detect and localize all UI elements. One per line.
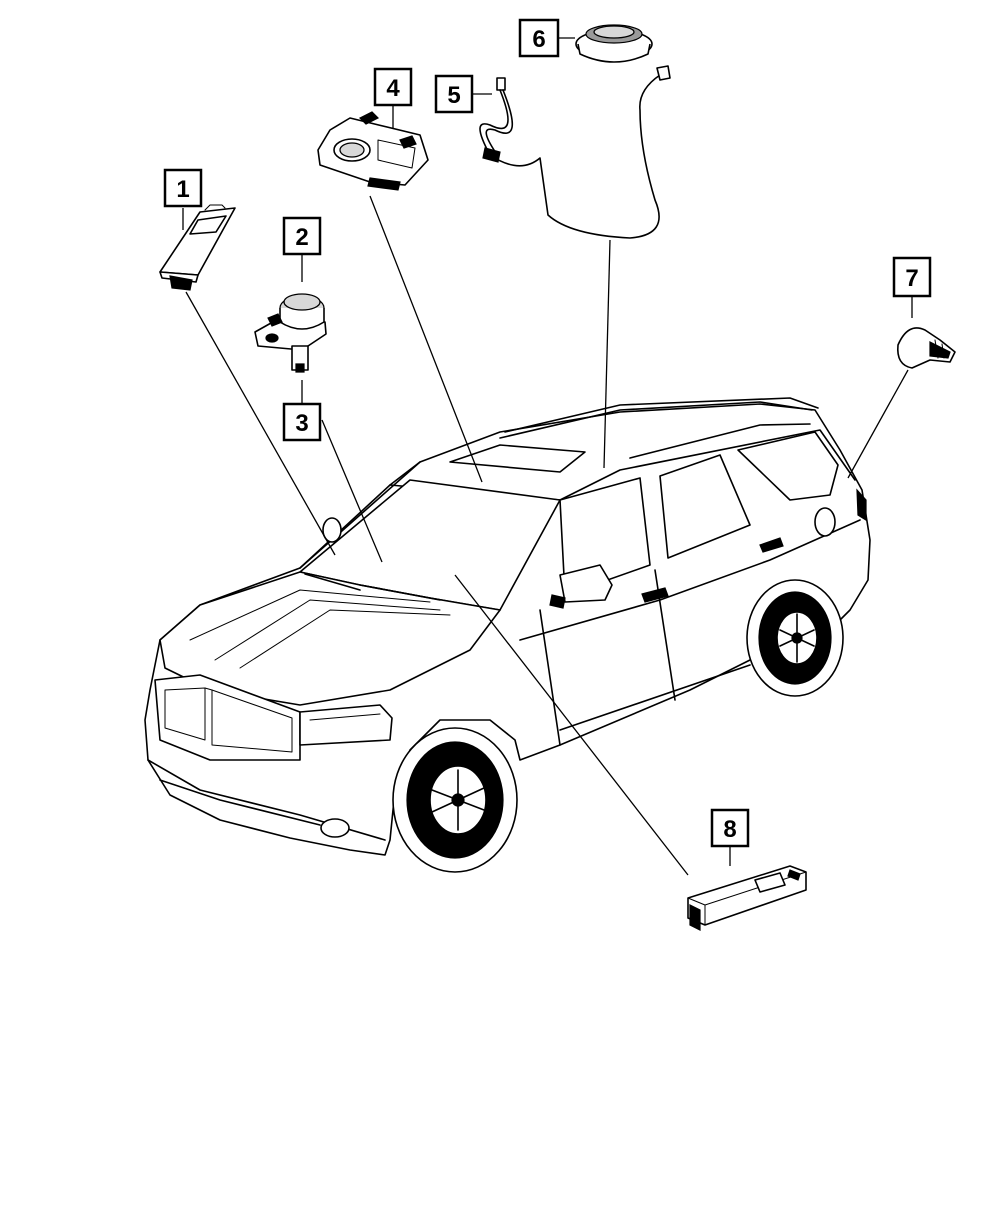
- callout-3-label: 3: [295, 410, 308, 437]
- callout-4-label: 4: [386, 75, 400, 102]
- callout-5: 5: [434, 74, 474, 114]
- callout-6-label: 6: [532, 26, 545, 53]
- vehicle-suv-illustration: [144, 397, 871, 873]
- callout-8-label: 8: [723, 816, 736, 843]
- callout-4: 4: [373, 67, 413, 107]
- callout-7: 7: [892, 256, 932, 298]
- part-1-illustration: [159, 204, 236, 291]
- callout-6: 6: [518, 18, 560, 58]
- callout-1-label: 1: [176, 176, 189, 203]
- leader-lines: [182, 37, 913, 876]
- callout-2: 2: [282, 216, 322, 256]
- part-2-illustration: [254, 293, 327, 373]
- part-4-illustration: [317, 111, 429, 191]
- callout-8: 8: [710, 808, 750, 848]
- callout-3: 3: [282, 402, 322, 442]
- callout-5-label: 5: [447, 82, 460, 109]
- part-5-illustration: [479, 65, 671, 239]
- callout-7-label: 7: [905, 265, 918, 292]
- part-7-illustration: [896, 327, 956, 369]
- part-8-illustration: [687, 865, 807, 931]
- callout-1: 1: [163, 168, 203, 208]
- callout-2-label: 2: [295, 224, 308, 251]
- part-6-illustration: [575, 24, 653, 63]
